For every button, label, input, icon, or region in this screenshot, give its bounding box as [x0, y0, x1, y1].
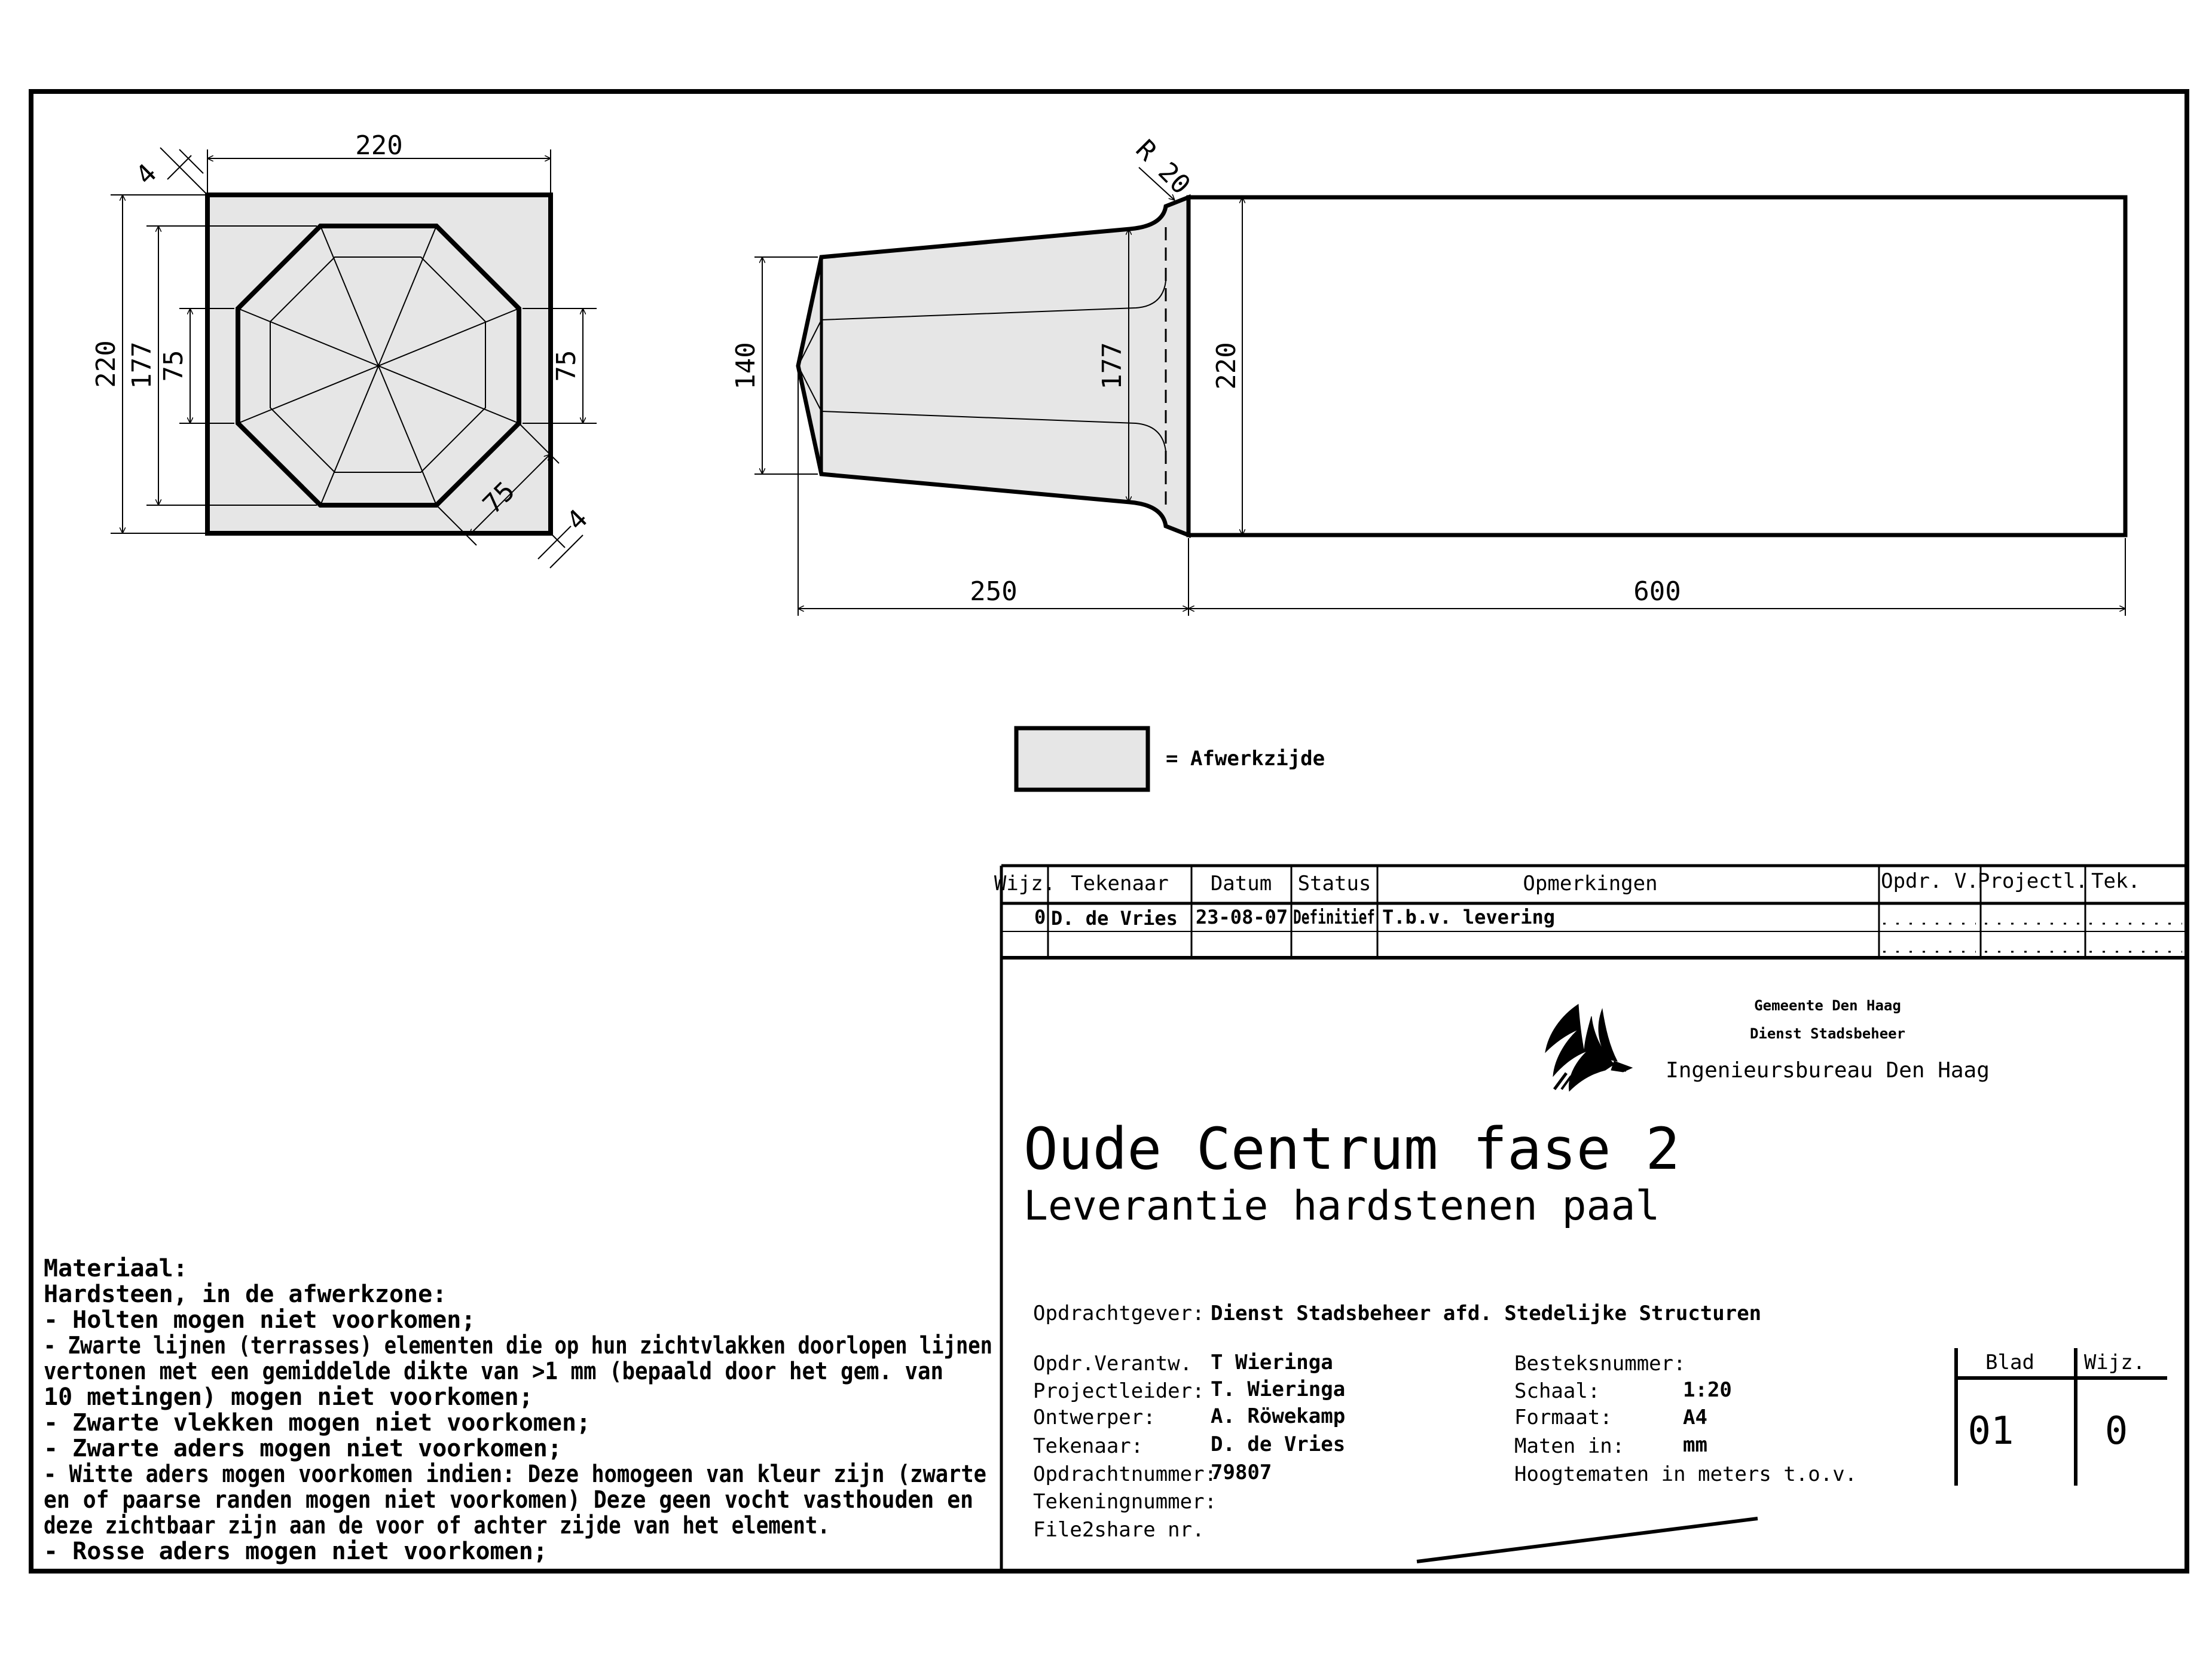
side-view: R 20 140 177 220 250 600 [731, 134, 2128, 616]
info-label-besteksnummer: Besteksnummer: [1514, 1352, 1686, 1376]
note-line: - Zwarte lijnen (terrasses) elementen di… [44, 1332, 992, 1359]
side-body-length-dim: 600 [1633, 576, 1681, 607]
note-line: - Zwarte vlekken mogen niet voorkomen; [44, 1409, 591, 1437]
legend-swatch [1014, 726, 1150, 792]
info-label-maten: Maten in: [1514, 1434, 1624, 1458]
note-line: deze zichtbaar zijn aan de voor of achte… [44, 1512, 830, 1539]
note-line: - Witte aders mogen voorkomen indien: De… [44, 1461, 986, 1488]
info-label-tekenaar: Tekenaar: [1033, 1434, 1143, 1458]
rev-header-opmerkingen: Opmerkingen [1523, 872, 1657, 896]
info-value-schaal: 1:20 [1683, 1378, 1732, 1402]
square-height-dim: 220 [91, 340, 121, 387]
square-width-dim: 220 [355, 130, 402, 161]
info-label-formaat: Formaat: [1514, 1406, 1612, 1429]
info-value-ontwerper: A. Röwekamp [1211, 1404, 1345, 1428]
project-subtitle: Leverantie hardstenen paal [1023, 1183, 1660, 1230]
rev-header-datum: Datum [1211, 872, 1272, 896]
rev-cell-wijz: 0 [1034, 906, 1046, 928]
sheet-blad-label: Blad [1985, 1351, 2034, 1374]
info-label-projectleider: Projectleider: [1033, 1379, 1205, 1403]
client-label: Opdrachtgever: [1033, 1301, 1205, 1325]
note-line: - Holten mogen niet voorkomen; [44, 1306, 475, 1334]
info-label-schaal: Schaal: [1514, 1379, 1600, 1403]
rev-cell-status: Definitief [1293, 906, 1375, 928]
rev-header-tek: Tek. [2091, 869, 2140, 893]
rev-header-projectl: Projectl. [1978, 869, 2088, 893]
note-line: en of paarse randen mogen niet voorkomen… [44, 1486, 973, 1514]
sheet-border [29, 89, 2189, 1574]
material-notes: Materiaal: Hardsteen, in de afwerkzone: … [44, 1255, 992, 1565]
info-value-opdrachtnummer: 79807 [1211, 1461, 1272, 1484]
info-label-file2share: File2share nr. [1033, 1518, 1205, 1542]
side-right-height-dim: 220 [1211, 342, 1242, 389]
signature-stroke [1416, 1517, 1758, 1563]
octagon-ridges [237, 225, 520, 506]
info-value-maten: mm [1683, 1433, 1707, 1457]
org-line-1: Gemeente Den Haag [1754, 997, 1901, 1014]
project-title: Oude Centrum fase 2 [1023, 1116, 1680, 1183]
octagon-inner [270, 256, 486, 473]
org-line-3: Ingenieursbureau Den Haag [1666, 1058, 1990, 1083]
sheet-wijz-value: 0 [2105, 1409, 2128, 1453]
note-line: - Rosse aders mogen niet voorkomen; [44, 1538, 548, 1565]
info-label-hoogtematen: Hoogtematen in meters t.o.v. [1514, 1462, 1857, 1486]
info-value-opdr-verantw: T Wieringa [1211, 1351, 1333, 1374]
info-label-opdr-verantw: Opdr.Verantw. [1033, 1352, 1192, 1376]
info-value-formaat: A4 [1683, 1406, 1707, 1429]
tapered-section [796, 194, 1191, 539]
rev-header-wijz: Wijz. [994, 872, 1055, 896]
legend-text: = Afwerkzijde [1166, 747, 1325, 771]
info-label-ontwerper: Ontwerper: [1033, 1406, 1156, 1429]
info-label-opdrachtnummer: Opdrachtnummer: [1033, 1462, 1217, 1486]
stork-logo [1545, 1004, 1633, 1092]
square-left-75-dim: 75 [158, 350, 189, 382]
note-line: Materiaal: [44, 1255, 188, 1282]
rev-cell-datum: 23-08-07 [1196, 906, 1288, 928]
note-line: Hardsteen, in de afwerkzone: [44, 1281, 447, 1308]
side-mid-height-dim: 177 [1097, 342, 1128, 389]
rev-cell-opmerkingen: T.b.v. levering [1382, 906, 1555, 928]
rev-header-status: Status [1298, 872, 1371, 896]
body-rectangle [1186, 195, 2128, 537]
info-value-projectleider: T. Wieringa [1211, 1377, 1345, 1401]
note-line: vertonen met een gemiddelde dikte van >1… [44, 1358, 943, 1385]
rev-header-tekenaar: Tekenaar [1071, 872, 1169, 896]
rev-cell-tekenaar: D. de Vries [1051, 907, 1178, 930]
sheet-number-box [1954, 1348, 2167, 1486]
square-right-75-dim: 75 [551, 350, 582, 382]
taper-facets [798, 280, 1166, 452]
sheet-blad-value: 01 [1967, 1409, 2014, 1453]
org-line-2: Dienst Stadsbeheer [1750, 1025, 1905, 1042]
square-inner-dim: 177 [127, 341, 157, 389]
note-line: 10 metingen) mogen niet voorkomen; [44, 1383, 533, 1411]
rev-header-opdr-v: Opdr. V. [1881, 869, 1979, 893]
note-line: - Zwarte aders mogen niet voorkomen; [44, 1435, 562, 1462]
sheet-wijz-label: Wijz. [2084, 1351, 2145, 1374]
square-top-view: 220 220 177 75 75 75 4 4 [91, 130, 597, 569]
side-radius-dim: R 20 [1130, 134, 1196, 200]
side-taper-length-dim: 250 [970, 576, 1017, 607]
square-chamfer-top-dim: 4 [130, 158, 163, 191]
info-value-tekenaar: D. de Vries [1211, 1432, 1345, 1456]
client-value: Dienst Stadsbeheer afd. Stedelijke Struc… [1211, 1301, 1761, 1325]
info-label-tekeningnummer: Tekeningnummer: [1033, 1490, 1217, 1514]
revision-table [1000, 864, 2187, 1571]
side-left-height-dim: 140 [731, 342, 761, 389]
